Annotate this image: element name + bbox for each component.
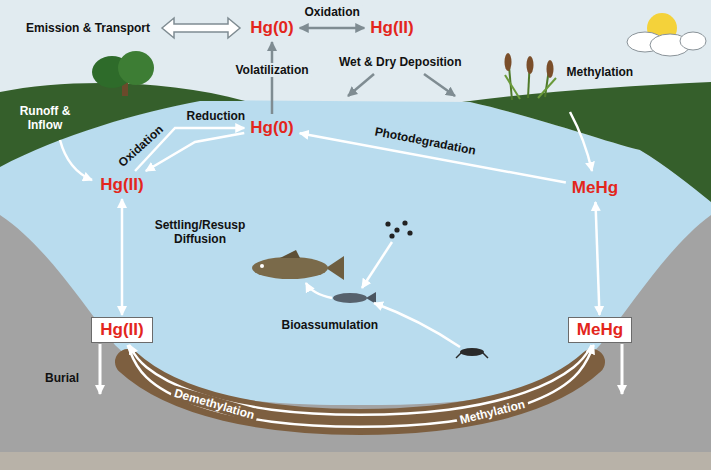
cattail-head: [527, 56, 534, 74]
process-label: Methylation: [567, 65, 634, 79]
species-label: Hg(0): [246, 116, 297, 140]
food-web-arrow: [374, 303, 460, 347]
earth-bottom: [0, 452, 711, 470]
deposition-arrow: [424, 74, 455, 96]
process-label: Oxidation: [302, 5, 363, 19]
fish-fin: [280, 250, 300, 258]
plankton-dot: [407, 230, 412, 235]
transport-arrow: [162, 18, 240, 38]
tree-crown: [118, 51, 154, 85]
process-label: Volatilization: [233, 63, 312, 77]
species-name: Hg(0): [250, 118, 293, 138]
food-web-arrow: [362, 242, 392, 288]
plankton-dot: [389, 233, 394, 238]
species-label: Hg(0): [246, 16, 297, 40]
species-name: Hg(II): [100, 320, 143, 340]
cloud: [680, 32, 706, 50]
species-name: MeHg: [572, 178, 618, 198]
burial-arrow: [621, 344, 624, 394]
cattails: [505, 53, 557, 100]
plankton-dot: [385, 221, 390, 226]
flux-arrow: [121, 199, 124, 315]
species-name: Hg(0): [250, 18, 293, 38]
process-label: Runoff & Inflow: [10, 104, 80, 132]
deposition-arrow: [348, 74, 374, 96]
burial-arrow: [99, 344, 102, 394]
sediment-box: MeHg: [568, 317, 632, 343]
runoff-arrow: [60, 140, 92, 180]
fish-eye: [260, 264, 264, 268]
big-fish: [252, 250, 344, 280]
invertebrate-leg: [482, 352, 488, 358]
connectors: [122, 28, 599, 427]
wetland-shore: [462, 82, 711, 202]
process-label: Wet & Dry Deposition: [339, 55, 461, 69]
process-label: Reduction: [184, 109, 249, 123]
species-name: Hg(II): [370, 18, 413, 38]
process-label: Emission & Transport: [26, 21, 150, 35]
flux-arrow: [300, 27, 365, 30]
species-label: Hg(II): [366, 16, 417, 40]
cattail-leaf: [538, 78, 556, 98]
invertebrate-body: [460, 348, 484, 356]
fish-body: [333, 293, 367, 303]
methylation-arrow: [570, 112, 592, 171]
sediment-box: Hg(II): [91, 317, 152, 343]
fish-body: [252, 257, 328, 279]
plankton: [385, 220, 412, 238]
flux-arrow: [595, 202, 599, 315]
fish-tail: [326, 256, 344, 280]
species-label: MeHg: [568, 176, 622, 200]
process-label: Bioassumulation: [282, 318, 379, 332]
process-label: Burial: [45, 371, 79, 385]
invertebrate-leg: [456, 352, 462, 358]
cattail-head: [505, 53, 512, 71]
small-fish: [333, 292, 376, 304]
plankton-dot: [402, 220, 407, 225]
cattail-leaf: [505, 75, 520, 99]
species-label: Hg(II): [96, 173, 147, 197]
flux-arrow: [128, 345, 594, 427]
species-name: MeHg: [577, 320, 623, 340]
benthic-invertebrate: [456, 348, 488, 358]
process-label: Settling/Resusp Diffusion: [145, 218, 255, 246]
food-web-arrow: [306, 283, 332, 298]
cattail-head: [547, 60, 554, 78]
flux-arrow: [271, 42, 274, 114]
flux-arrow: [146, 133, 244, 171]
plankton-dot: [394, 227, 399, 232]
species-name: Hg(II): [100, 175, 143, 195]
